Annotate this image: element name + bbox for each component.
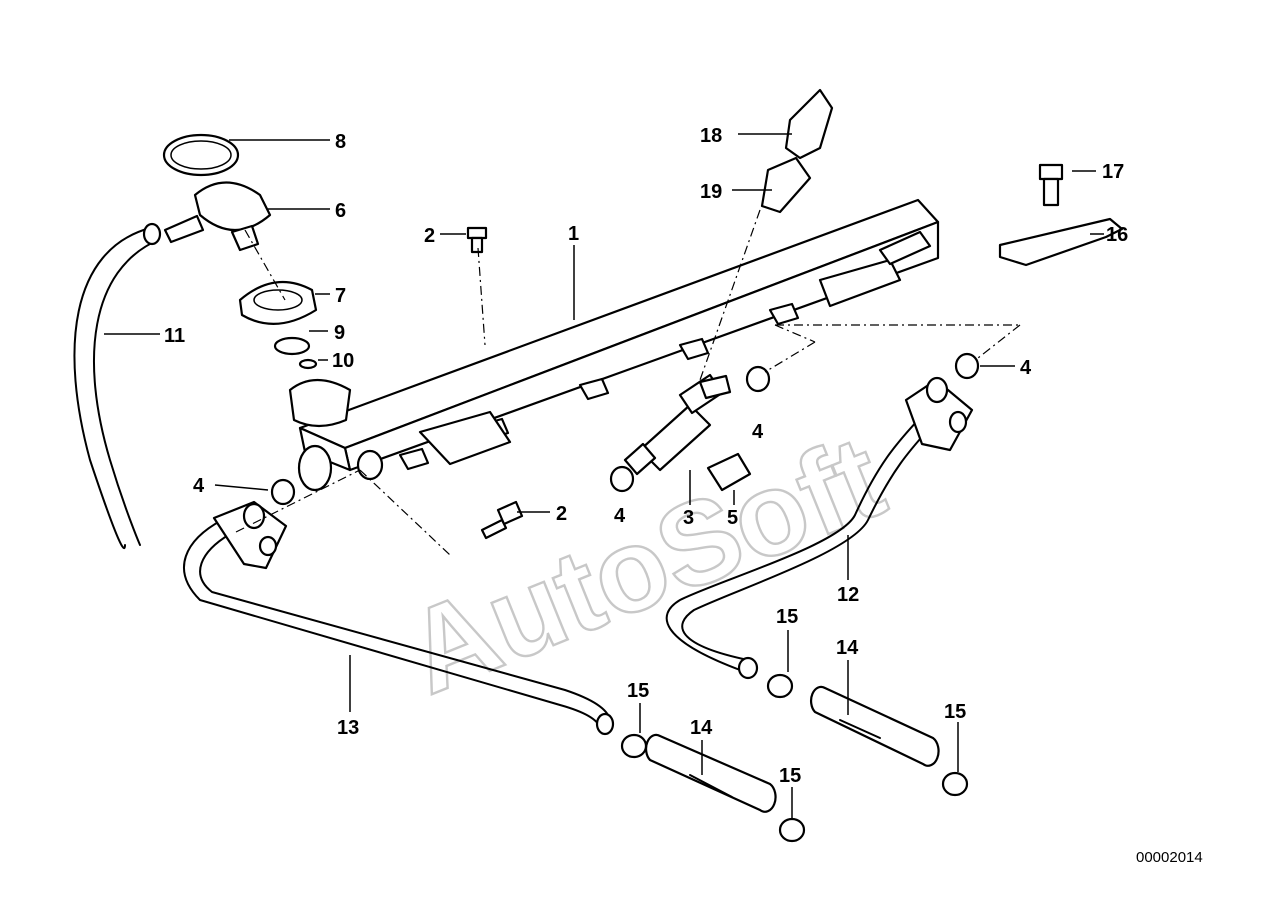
callout-11: 11	[164, 325, 185, 347]
callout-2: 2	[424, 225, 435, 247]
callout-5: 5	[727, 507, 738, 529]
fuel-line-13	[183, 500, 615, 736]
bolts-and-brackets	[466, 163, 1124, 540]
callout-15: 15	[627, 680, 649, 702]
callout-16: 16	[1106, 224, 1128, 246]
callout-4: 4	[752, 421, 764, 443]
callout-1: 1	[568, 223, 579, 245]
callout-9: 9	[334, 322, 345, 344]
fuel-injector	[623, 373, 752, 492]
callout-15: 15	[779, 765, 801, 787]
callout-13: 13	[337, 717, 359, 739]
hose-clamps	[620, 673, 969, 843]
regulator-holder	[238, 280, 318, 370]
hose-sections	[644, 685, 940, 813]
diagram-reference-number: 00002014	[1136, 849, 1203, 866]
callout-4: 4	[614, 505, 626, 527]
callout-6: 6	[335, 200, 346, 222]
fuel-line-12	[665, 376, 974, 680]
callout-8: 8	[335, 131, 346, 153]
callout-18: 18	[700, 125, 722, 147]
callout-14: 14	[690, 717, 713, 739]
callouts: 1 2 2 3 4 4 4 4 5 6 7 8 9 10 11 12 13 14…	[164, 125, 1128, 787]
fuel-rail	[288, 198, 940, 492]
callout-3: 3	[683, 507, 694, 529]
injector-connector	[760, 88, 834, 214]
callout-4: 4	[1020, 357, 1032, 379]
o-rings	[270, 352, 980, 506]
centerlines	[235, 209, 1021, 556]
callout-10: 10	[332, 350, 354, 372]
callout-4: 4	[193, 475, 205, 497]
callout-12: 12	[837, 584, 859, 606]
callout-19: 19	[700, 181, 722, 203]
callout-15: 15	[776, 606, 798, 628]
pressure-regulator	[162, 133, 272, 252]
return-hose	[73, 222, 162, 549]
callout-15: 15	[944, 701, 966, 723]
callout-2: 2	[556, 503, 567, 525]
leader-lines	[104, 133, 1104, 818]
callout-7: 7	[335, 285, 346, 307]
callout-17: 17	[1102, 161, 1124, 183]
callout-14: 14	[836, 637, 859, 659]
